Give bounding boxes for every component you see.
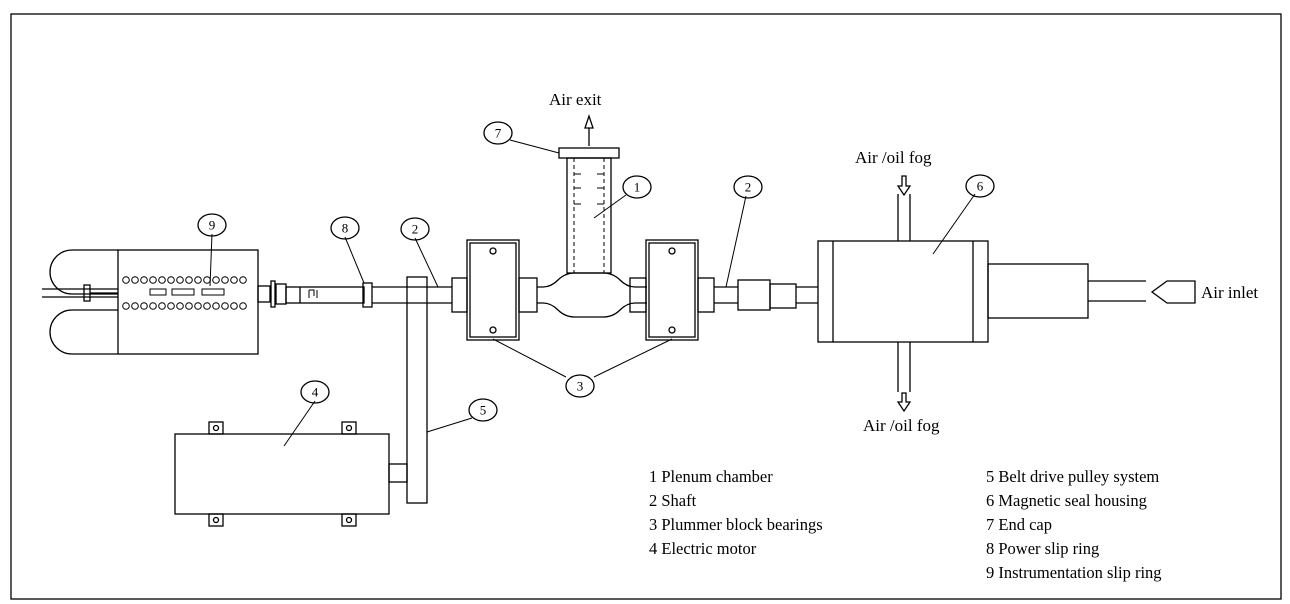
shaft-right-section bbox=[714, 279, 818, 311]
slip-ring-coil bbox=[176, 276, 184, 284]
slip-ring-coil bbox=[203, 302, 211, 310]
air-inlet-arrow bbox=[1150, 280, 1196, 304]
slip-ring-coil bbox=[185, 302, 193, 310]
slip-ring-coil bbox=[203, 276, 211, 284]
slip-ring-coil bbox=[122, 276, 130, 284]
legend: 1 Plenum chamber 2 Shaft 3 Plummer block… bbox=[649, 467, 1162, 582]
legend-item-6: 6 Magnetic seal housing bbox=[986, 491, 1147, 510]
shaft-left-section bbox=[257, 280, 365, 308]
slip-ring-coil bbox=[230, 302, 238, 310]
plenum-chamber bbox=[537, 157, 647, 318]
callout-bubble-3 bbox=[565, 374, 595, 398]
belt-drive-pulley bbox=[406, 276, 428, 504]
slip-ring-coil bbox=[149, 302, 157, 310]
callout-bubble-2-left bbox=[400, 217, 430, 241]
callout-number-7: 7 bbox=[495, 126, 502, 141]
callout-bubble-2-right bbox=[733, 175, 763, 199]
legend-item-4: 4 Electric motor bbox=[649, 539, 757, 558]
callout-bubble-5 bbox=[468, 398, 498, 422]
slip-ring-coil bbox=[239, 276, 247, 284]
callout-numbers: 9 8 2 7 1 2 6 3 4 5 bbox=[209, 126, 984, 418]
callout-number-1: 1 bbox=[634, 180, 641, 195]
legend-item-9: 9 Instrumentation slip ring bbox=[986, 563, 1162, 582]
callout-number-4: 4 bbox=[312, 385, 319, 400]
slip-ring-coil bbox=[230, 276, 238, 284]
slip-ring-coil bbox=[176, 302, 184, 310]
callout-bubble-8 bbox=[330, 216, 360, 240]
legend-item-2: 2 Shaft bbox=[649, 491, 697, 510]
legend-item-3: 3 Plummer block bearings bbox=[649, 515, 823, 534]
slip-ring-coil bbox=[221, 302, 229, 310]
callout-bubbles bbox=[197, 121, 995, 422]
power-slip-ring bbox=[362, 282, 373, 308]
legend-item-1: 1 Plenum chamber bbox=[649, 467, 773, 486]
slip-ring-coil bbox=[212, 302, 220, 310]
slip-ring-coil bbox=[167, 276, 175, 284]
callout-bubble-1 bbox=[622, 175, 652, 199]
air-oil-fog-in-arrow bbox=[896, 175, 912, 197]
slip-ring-coil bbox=[131, 276, 139, 284]
slip-ring-coil bbox=[149, 276, 157, 284]
instrumentation-slip-ring bbox=[42, 249, 259, 355]
legend-item-7: 7 End cap bbox=[986, 515, 1052, 534]
air-oil-fog-out-arrow bbox=[896, 392, 912, 413]
slip-ring-coil bbox=[158, 302, 166, 310]
electric-motor bbox=[174, 421, 408, 527]
callout-bubble-4 bbox=[300, 380, 330, 404]
callout-number-2-left: 2 bbox=[412, 222, 419, 237]
callout-number-2-right: 2 bbox=[745, 180, 752, 195]
slip-ring-coil bbox=[122, 302, 130, 310]
slip-ring-coil bbox=[239, 302, 247, 310]
plummer-block-right bbox=[629, 239, 715, 341]
air-exit-label: Air exit bbox=[549, 90, 602, 109]
slip-ring-coil bbox=[140, 302, 148, 310]
callout-number-5: 5 bbox=[480, 403, 487, 418]
end-cap bbox=[558, 147, 620, 159]
slip-ring-coil bbox=[194, 276, 202, 284]
slip-ring-coil bbox=[212, 276, 220, 284]
slip-ring-coil bbox=[158, 276, 166, 284]
air-exit-arrow bbox=[584, 113, 594, 146]
diagram-frame bbox=[10, 13, 1282, 600]
callout-number-3: 3 bbox=[577, 379, 584, 394]
legend-item-5: 5 Belt drive pulley system bbox=[986, 467, 1159, 486]
slip-ring-coil bbox=[185, 276, 193, 284]
air-oil-fog-bottom-label: Air /oil fog bbox=[863, 416, 940, 435]
slip-ring-coil bbox=[194, 302, 202, 310]
callout-leaders bbox=[209, 139, 976, 447]
callout-bubble-9 bbox=[197, 213, 227, 237]
plummer-block-left bbox=[451, 239, 538, 341]
callout-number-8: 8 bbox=[342, 221, 349, 236]
callout-bubble-7 bbox=[483, 121, 513, 145]
slip-ring-coil bbox=[221, 276, 229, 284]
slip-ring-coil bbox=[167, 302, 175, 310]
callout-bubble-6 bbox=[965, 174, 995, 198]
flow-labels: Air exit Air /oil fog Air /oil fog Air i… bbox=[549, 90, 1258, 435]
magnetic-seal-housing bbox=[817, 194, 1146, 392]
slip-ring-coil bbox=[131, 302, 139, 310]
air-oil-fog-top-label: Air /oil fog bbox=[855, 148, 932, 167]
callout-number-9: 9 bbox=[209, 218, 216, 233]
air-inlet-label: Air inlet bbox=[1201, 283, 1258, 302]
legend-item-8: 8 Power slip ring bbox=[986, 539, 1099, 558]
slip-ring-coil bbox=[140, 276, 148, 284]
shaft-main bbox=[372, 286, 452, 304]
callout-number-6: 6 bbox=[977, 179, 984, 194]
